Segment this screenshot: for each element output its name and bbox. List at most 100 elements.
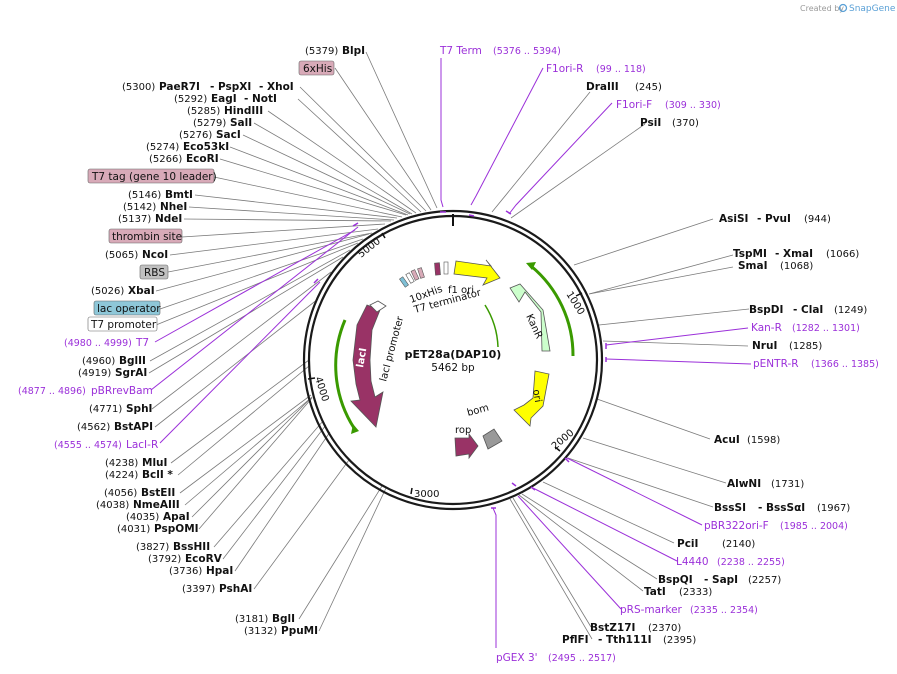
prs-name[interactable]: pRS-marker xyxy=(620,604,683,616)
psii-name[interactable]: PsiI xyxy=(640,117,661,129)
tspmi-name[interactable]: TspMI xyxy=(733,248,767,260)
rbs-box[interactable] xyxy=(139,264,169,280)
clai-name[interactable]: - ClaI xyxy=(793,304,823,316)
pgex-name[interactable]: pGEX 3' xyxy=(496,652,538,664)
t7term-name[interactable]: T7 Term xyxy=(439,45,482,57)
f1-ori-feature[interactable] xyxy=(453,259,501,286)
nhei-name[interactable]: NheI xyxy=(160,201,187,213)
bsshii-name[interactable]: BssHII xyxy=(173,541,210,553)
bspdi-pos: (1249) xyxy=(834,305,867,316)
hindiii-name[interactable]: HindIII xyxy=(224,105,263,117)
ppumi-pos: (3132) xyxy=(244,626,277,637)
ppumi-name[interactable]: PpuMI xyxy=(281,625,318,637)
sapi-name[interactable]: - SapI xyxy=(704,574,738,586)
bmti-name[interactable]: BmtI xyxy=(165,189,193,201)
pcii-name[interactable]: PciI xyxy=(677,538,698,550)
pbr322-name[interactable]: pBR322ori-F xyxy=(704,520,769,532)
pshai-name[interactable]: PshAI xyxy=(219,583,252,595)
t7tag-box[interactable] xyxy=(87,168,215,184)
t7primer-name[interactable]: T7 xyxy=(135,337,149,349)
plasmid-name: pET28a(DAP10) xyxy=(405,348,502,361)
bsssi-pos: (1967) xyxy=(817,503,850,514)
bsssai-name[interactable]: - BssSαI xyxy=(758,502,805,514)
thrombin-box[interactable] xyxy=(108,228,183,244)
plasmid-size: 5462 bp xyxy=(431,362,475,374)
xbai-name[interactable]: XbaI xyxy=(128,285,155,297)
pbrrevbam-name[interactable]: pBRrevBam xyxy=(91,385,153,397)
mlui-name[interactable]: MluI xyxy=(142,457,167,469)
rbs-label: RBS xyxy=(144,267,165,279)
bstz17i-name[interactable]: BstZ17I xyxy=(590,622,635,634)
paer7i-name[interactable]: PaeR7I xyxy=(159,81,200,93)
laci-promoter-feature[interactable] xyxy=(369,300,387,313)
sphi-name[interactable]: SphI xyxy=(126,403,152,415)
pgex-pos: (2495 .. 2517) xyxy=(548,653,616,664)
kanr-feature[interactable] xyxy=(509,283,551,352)
his6-box[interactable] xyxy=(298,60,335,76)
laci-feature[interactable] xyxy=(350,304,384,428)
apai-name[interactable]: ApaI xyxy=(163,511,190,523)
xmai-name[interactable]: - XmaI xyxy=(775,248,813,260)
hpai-name[interactable]: HpaI xyxy=(206,565,233,577)
lacir-name[interactable]: LacI-R xyxy=(126,439,158,451)
tth111i-name[interactable]: - Tth111I xyxy=(598,634,652,646)
pflfi-name[interactable]: PflFI xyxy=(562,634,589,646)
primer-lines xyxy=(150,58,752,648)
bsteii-name[interactable]: BstEII xyxy=(141,487,175,499)
bsshii-pos: (3827) xyxy=(136,542,169,553)
ndei-name[interactable]: NdeI xyxy=(155,213,182,225)
bcli-pos: (4224) xyxy=(105,470,138,481)
bcli-name[interactable]: BclI * xyxy=(142,469,173,481)
nrui-name[interactable]: NruI xyxy=(752,340,777,352)
tati-name[interactable]: TatI xyxy=(644,586,666,598)
ecorv-name[interactable]: EcoRV xyxy=(185,553,223,565)
bsssi-name[interactable]: BssSI xyxy=(714,502,746,514)
kanr-primer-name[interactable]: Kan-R xyxy=(751,322,782,334)
tati-pos: (2333) xyxy=(679,587,712,598)
rop-feature[interactable] xyxy=(454,432,479,460)
acui-name[interactable]: AcuI xyxy=(714,434,740,446)
sgrai-name[interactable]: SgrAI xyxy=(115,367,147,379)
sgrai-pos: (4919) xyxy=(78,368,111,379)
saci-pos: (5276) xyxy=(179,130,212,141)
sali-name[interactable]: SalI xyxy=(230,117,252,129)
f1orir-name[interactable]: F1ori-R xyxy=(546,63,583,75)
pspomi-name[interactable]: PspOMI xyxy=(154,523,199,535)
l4440-name[interactable]: L4440 xyxy=(676,556,709,568)
his6-label: 6xHis xyxy=(303,63,332,75)
t7prom-box[interactable] xyxy=(87,316,158,332)
pentr-name[interactable]: pENTR-R xyxy=(753,358,799,370)
acui-pos: (1598) xyxy=(747,435,780,446)
ecori-name[interactable]: EcoRI xyxy=(186,153,219,165)
pvui-name[interactable]: - PvuI xyxy=(757,213,791,225)
ncoi-name[interactable]: NcoI xyxy=(142,249,168,261)
sali-pos: (5279) xyxy=(193,118,226,129)
saci-name[interactable]: SacI xyxy=(216,129,241,141)
eco53ki-name[interactable]: Eco53kI xyxy=(183,141,229,153)
alwni-name[interactable]: AlwNI xyxy=(727,478,761,490)
t7tag-label: T7 tag (gene 10 leader) xyxy=(91,171,217,183)
asisi-name[interactable]: AsiSI xyxy=(719,213,748,225)
bom-feature[interactable] xyxy=(482,428,503,450)
bspdi-name[interactable]: BspDI xyxy=(749,304,783,316)
f1orif-name[interactable]: F1ori-F xyxy=(616,99,652,111)
bglii-name[interactable]: BglII xyxy=(119,355,146,367)
ori-feature[interactable] xyxy=(513,370,550,427)
bgli-name[interactable]: BglI xyxy=(272,613,295,625)
bspqi-name[interactable]: BspQI xyxy=(658,574,693,586)
bstapi-name[interactable]: BstAPI xyxy=(114,421,153,433)
pspxi-name[interactable]: - PspXI xyxy=(210,81,251,93)
smai-name[interactable]: SmaI xyxy=(738,260,768,272)
mcs-feature-cluster[interactable] xyxy=(399,261,449,288)
apai-pos: (4035) xyxy=(126,512,159,523)
lacop-box[interactable] xyxy=(93,300,161,316)
rop-label: rop xyxy=(455,425,471,436)
blpi-name[interactable]: BlpI xyxy=(342,45,365,57)
draiii-name[interactable]: DraIII xyxy=(586,81,619,93)
thrombin-label: thrombin site xyxy=(112,231,182,243)
nmeaiii-name[interactable]: NmeAIII xyxy=(133,499,180,511)
eagi-name[interactable]: EagI xyxy=(211,93,237,105)
noti-name[interactable]: - NotI xyxy=(244,93,277,105)
tspmi-pos: (1066) xyxy=(826,249,859,260)
xhoi-name[interactable]: - XhoI xyxy=(259,81,294,93)
